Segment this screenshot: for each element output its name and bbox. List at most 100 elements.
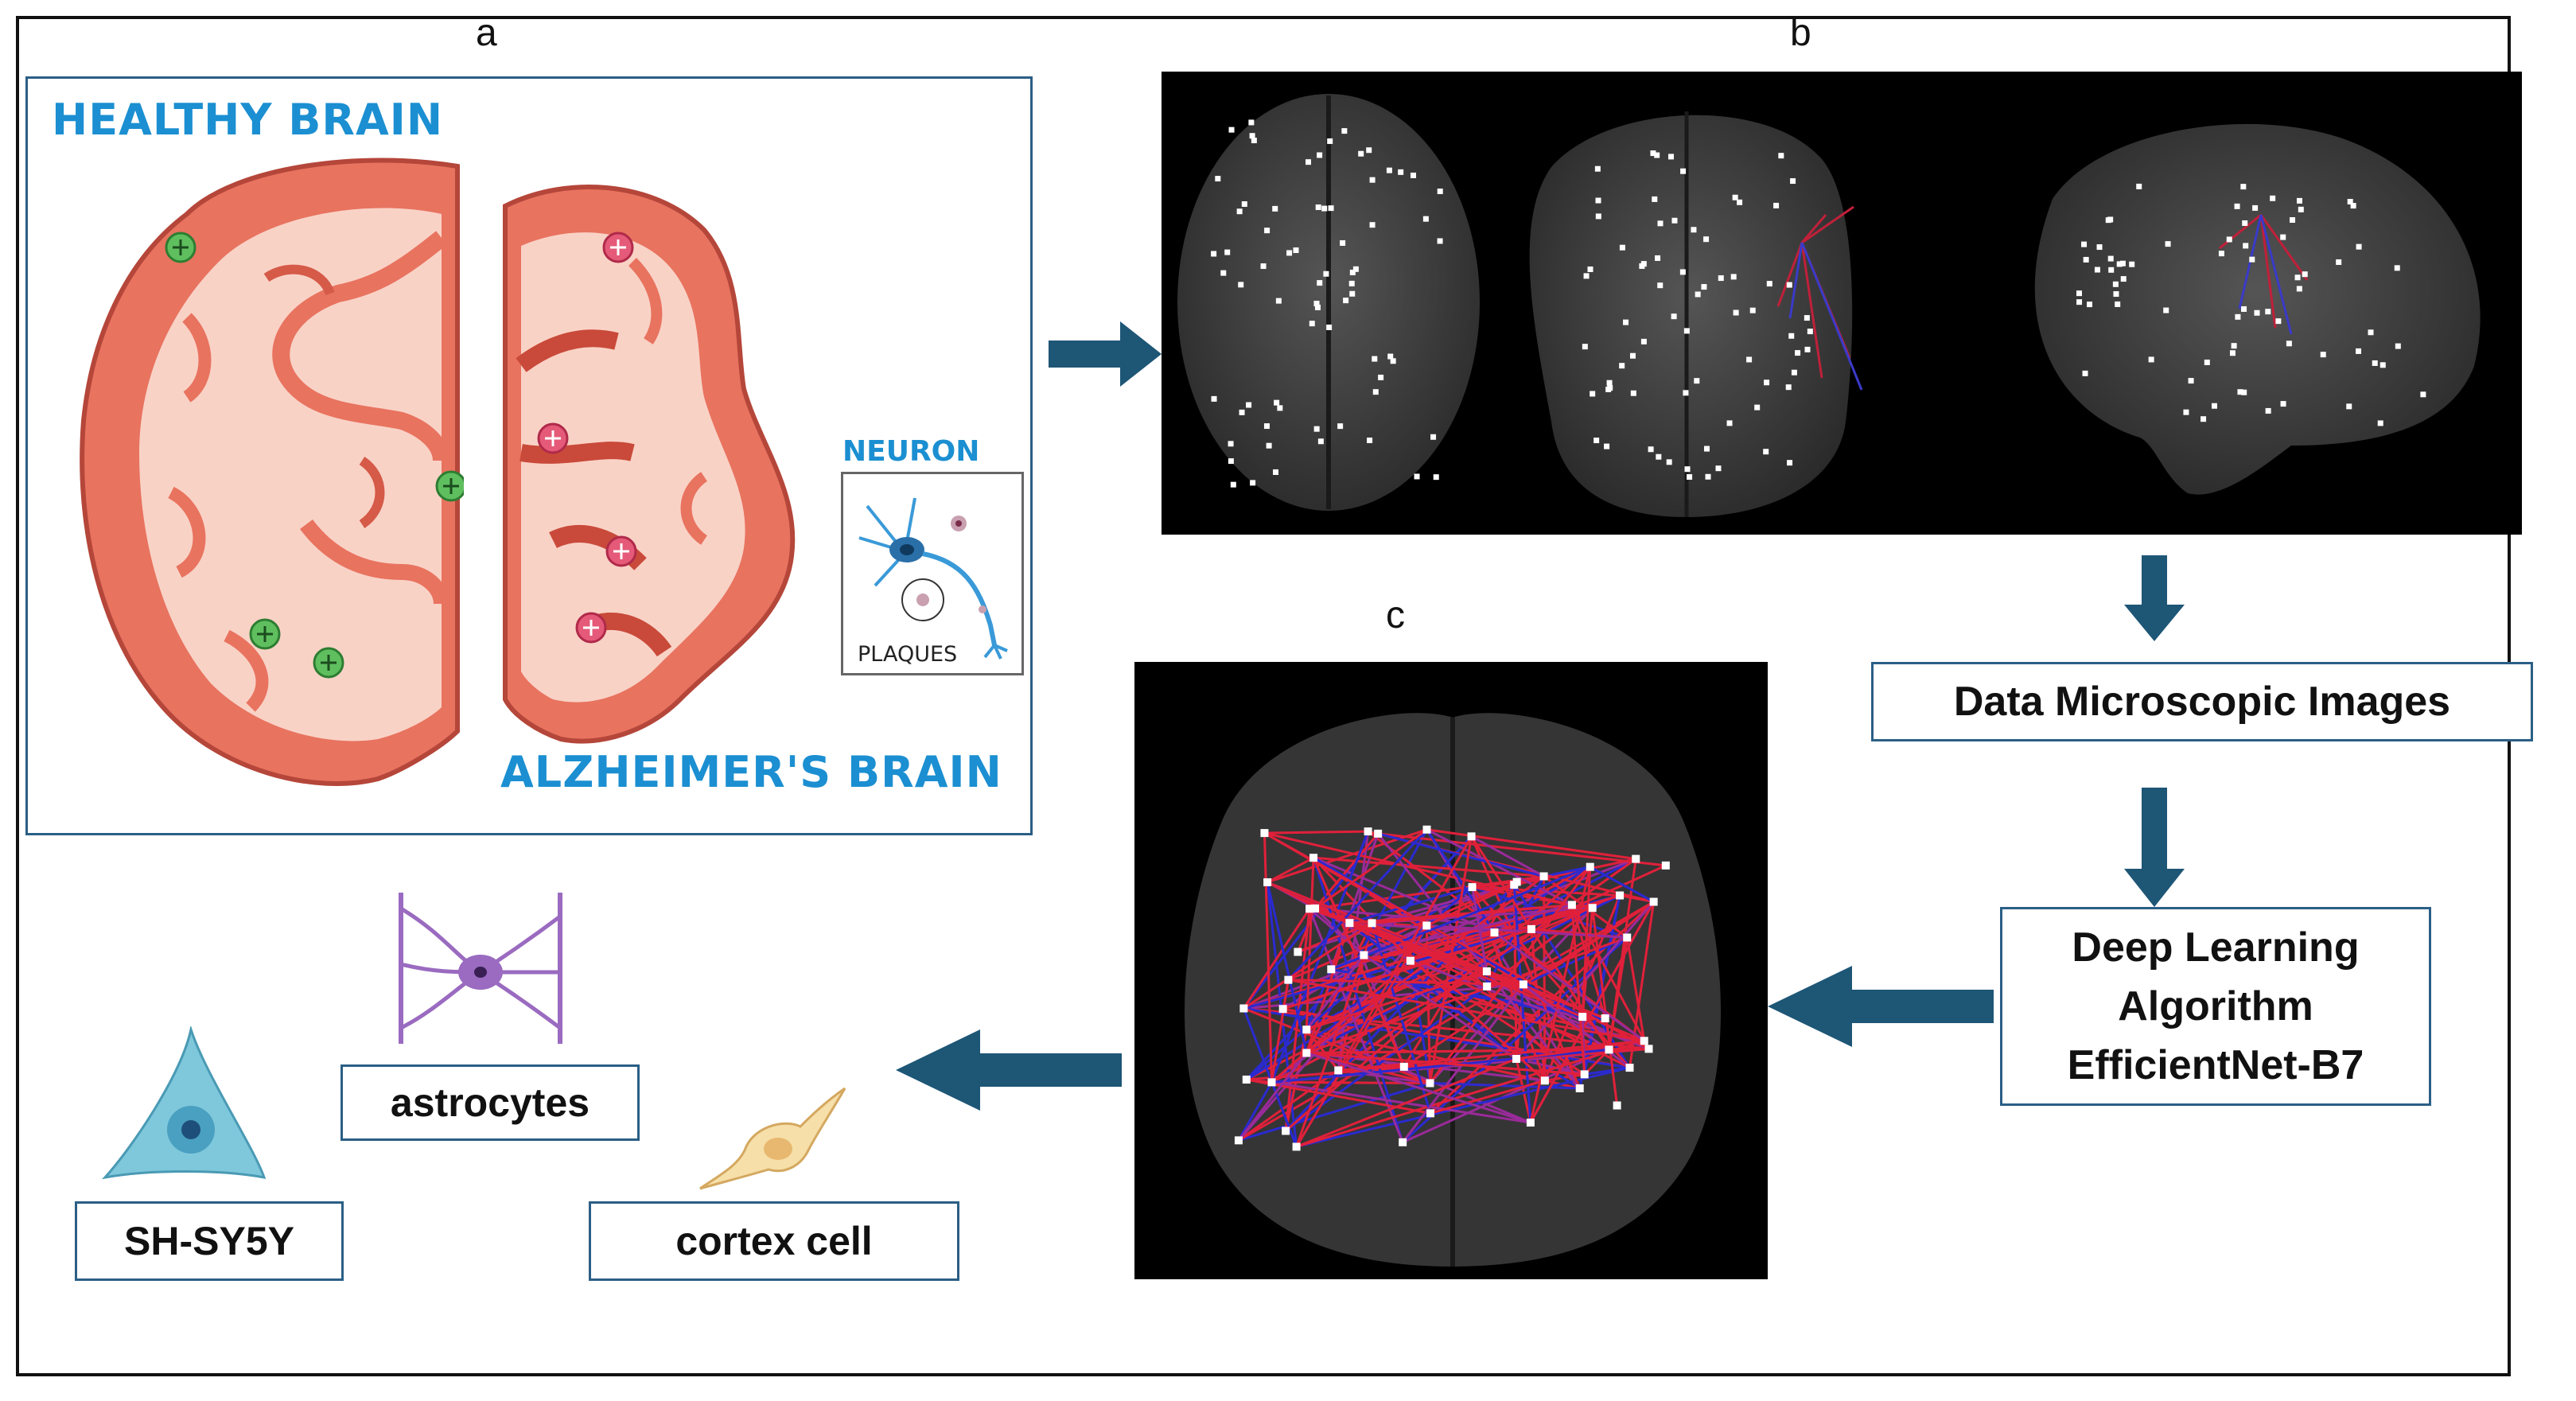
dl-line-3: EfficientNet-B7 <box>2067 1042 2364 1088</box>
electrode-dot <box>1703 236 1710 243</box>
electrode-dot <box>2377 420 2383 426</box>
electrode-dot <box>1386 167 1392 173</box>
electrode-dot <box>1266 442 1272 449</box>
panel-label-c: c <box>1386 594 1405 636</box>
electrode-dot <box>2204 359 2210 365</box>
network-node <box>1426 1079 1434 1088</box>
electrode-dot <box>2265 407 2271 414</box>
network-node <box>1588 904 1597 913</box>
network-connection <box>1512 885 1532 1123</box>
electrode-dot <box>1593 438 1600 444</box>
electrode-dot <box>2081 241 2088 247</box>
electrode-dot <box>1594 165 1601 172</box>
network-connection <box>1287 881 1518 982</box>
network-connection <box>1306 954 1365 1031</box>
network-connection <box>1348 885 1473 924</box>
electrode-dot <box>2120 276 2127 282</box>
electrode-dot <box>2148 356 2154 363</box>
electrode-dot <box>2087 302 2093 308</box>
electrode-dot <box>1260 263 1267 270</box>
network-node <box>1468 883 1477 892</box>
electrode-dot <box>1679 269 1686 275</box>
shsy5y-cell-icon <box>102 1026 267 1180</box>
electrode-dot <box>1657 282 1664 289</box>
electrode-dot <box>1595 197 1601 204</box>
electrode-dot <box>1630 390 1636 396</box>
electrode-dot <box>2347 199 2353 205</box>
electrode-dot <box>2302 271 2308 278</box>
electrode-dot <box>2212 403 2217 409</box>
network-connection <box>1267 856 1314 884</box>
electrode-dot <box>1274 399 1280 406</box>
electrode-dot <box>2231 343 2237 349</box>
electrode-dot <box>1607 385 1613 391</box>
electrode-dot <box>1683 328 1690 334</box>
electrode-dot <box>1648 446 1654 453</box>
electrode-dot <box>2254 309 2260 316</box>
electrode-dot <box>1277 405 1283 411</box>
electrode-dot <box>1390 358 1396 364</box>
network-node <box>1242 1075 1251 1084</box>
electrode-dot <box>2076 299 2083 305</box>
network-connection <box>1306 1029 1340 1072</box>
network-node <box>1426 1109 1435 1118</box>
electrode-dot <box>2379 362 2386 368</box>
neuron-icon <box>858 497 1008 660</box>
network-connection <box>1238 1082 1430 1142</box>
electrode-dot <box>1640 338 1647 344</box>
electrode-dot <box>1220 270 1227 276</box>
electrode-dot <box>2241 389 2247 395</box>
electrode-dot <box>2372 360 2378 366</box>
network-connection <box>1348 922 1517 1060</box>
electrode-dot <box>1788 333 1795 339</box>
panel-b-brain-views <box>1162 72 2522 535</box>
network-connection <box>1581 866 1592 1018</box>
electrode-dot <box>1378 374 1384 380</box>
network-node <box>1309 854 1318 862</box>
electrode-dot <box>1430 434 1437 440</box>
network-node <box>1575 1084 1584 1092</box>
electrode-dot <box>2356 348 2362 354</box>
electrode-dot <box>1684 466 1691 473</box>
electrode-dot <box>1629 352 1636 359</box>
network-connection <box>1266 881 1308 1053</box>
network-node <box>1567 901 1576 909</box>
network-node <box>1527 924 1535 933</box>
electrode-dot <box>1804 315 1810 321</box>
network-connection <box>1330 906 1593 971</box>
electrode-dot <box>1349 290 1356 297</box>
electrode-dot <box>1604 443 1610 449</box>
electrode-dot <box>1372 389 1379 395</box>
electrode-dot <box>2113 291 2119 298</box>
electrode-dot <box>1348 280 1355 286</box>
network-node <box>1467 832 1476 841</box>
electrode-dot <box>2290 217 2296 224</box>
electrode-dot <box>1286 250 1293 256</box>
network-connection <box>1305 922 1351 1053</box>
electrode-dot <box>1272 205 1278 212</box>
electrode-dot <box>1317 280 1323 286</box>
electrode-dot <box>1317 152 1323 158</box>
network-node <box>1422 825 1431 834</box>
network-node <box>1311 904 1320 913</box>
network-connection <box>1309 908 1365 956</box>
network-connection <box>1295 924 1428 1148</box>
electrode-dot <box>1657 220 1664 227</box>
network-connection <box>1284 909 1311 1131</box>
electrode-dot <box>1701 284 1707 290</box>
network-connection <box>1429 866 1591 1084</box>
electrode-dot <box>2356 243 2362 250</box>
network-connection <box>1287 828 1428 981</box>
network-node <box>1483 982 1492 990</box>
electrode-dot <box>1323 270 1329 277</box>
network-connection <box>1246 1078 1431 1115</box>
network-node <box>1540 1076 1549 1085</box>
electrode-dot <box>2296 286 2302 292</box>
electrode-dot <box>1263 423 1270 430</box>
electrode-dot <box>2234 203 2240 209</box>
electrode-dot <box>1369 177 1376 183</box>
electrode-dot <box>1785 384 1792 391</box>
network-connection <box>1529 866 1592 1123</box>
electrode-dot <box>1211 395 1217 402</box>
electrode-dot <box>1619 244 1625 251</box>
